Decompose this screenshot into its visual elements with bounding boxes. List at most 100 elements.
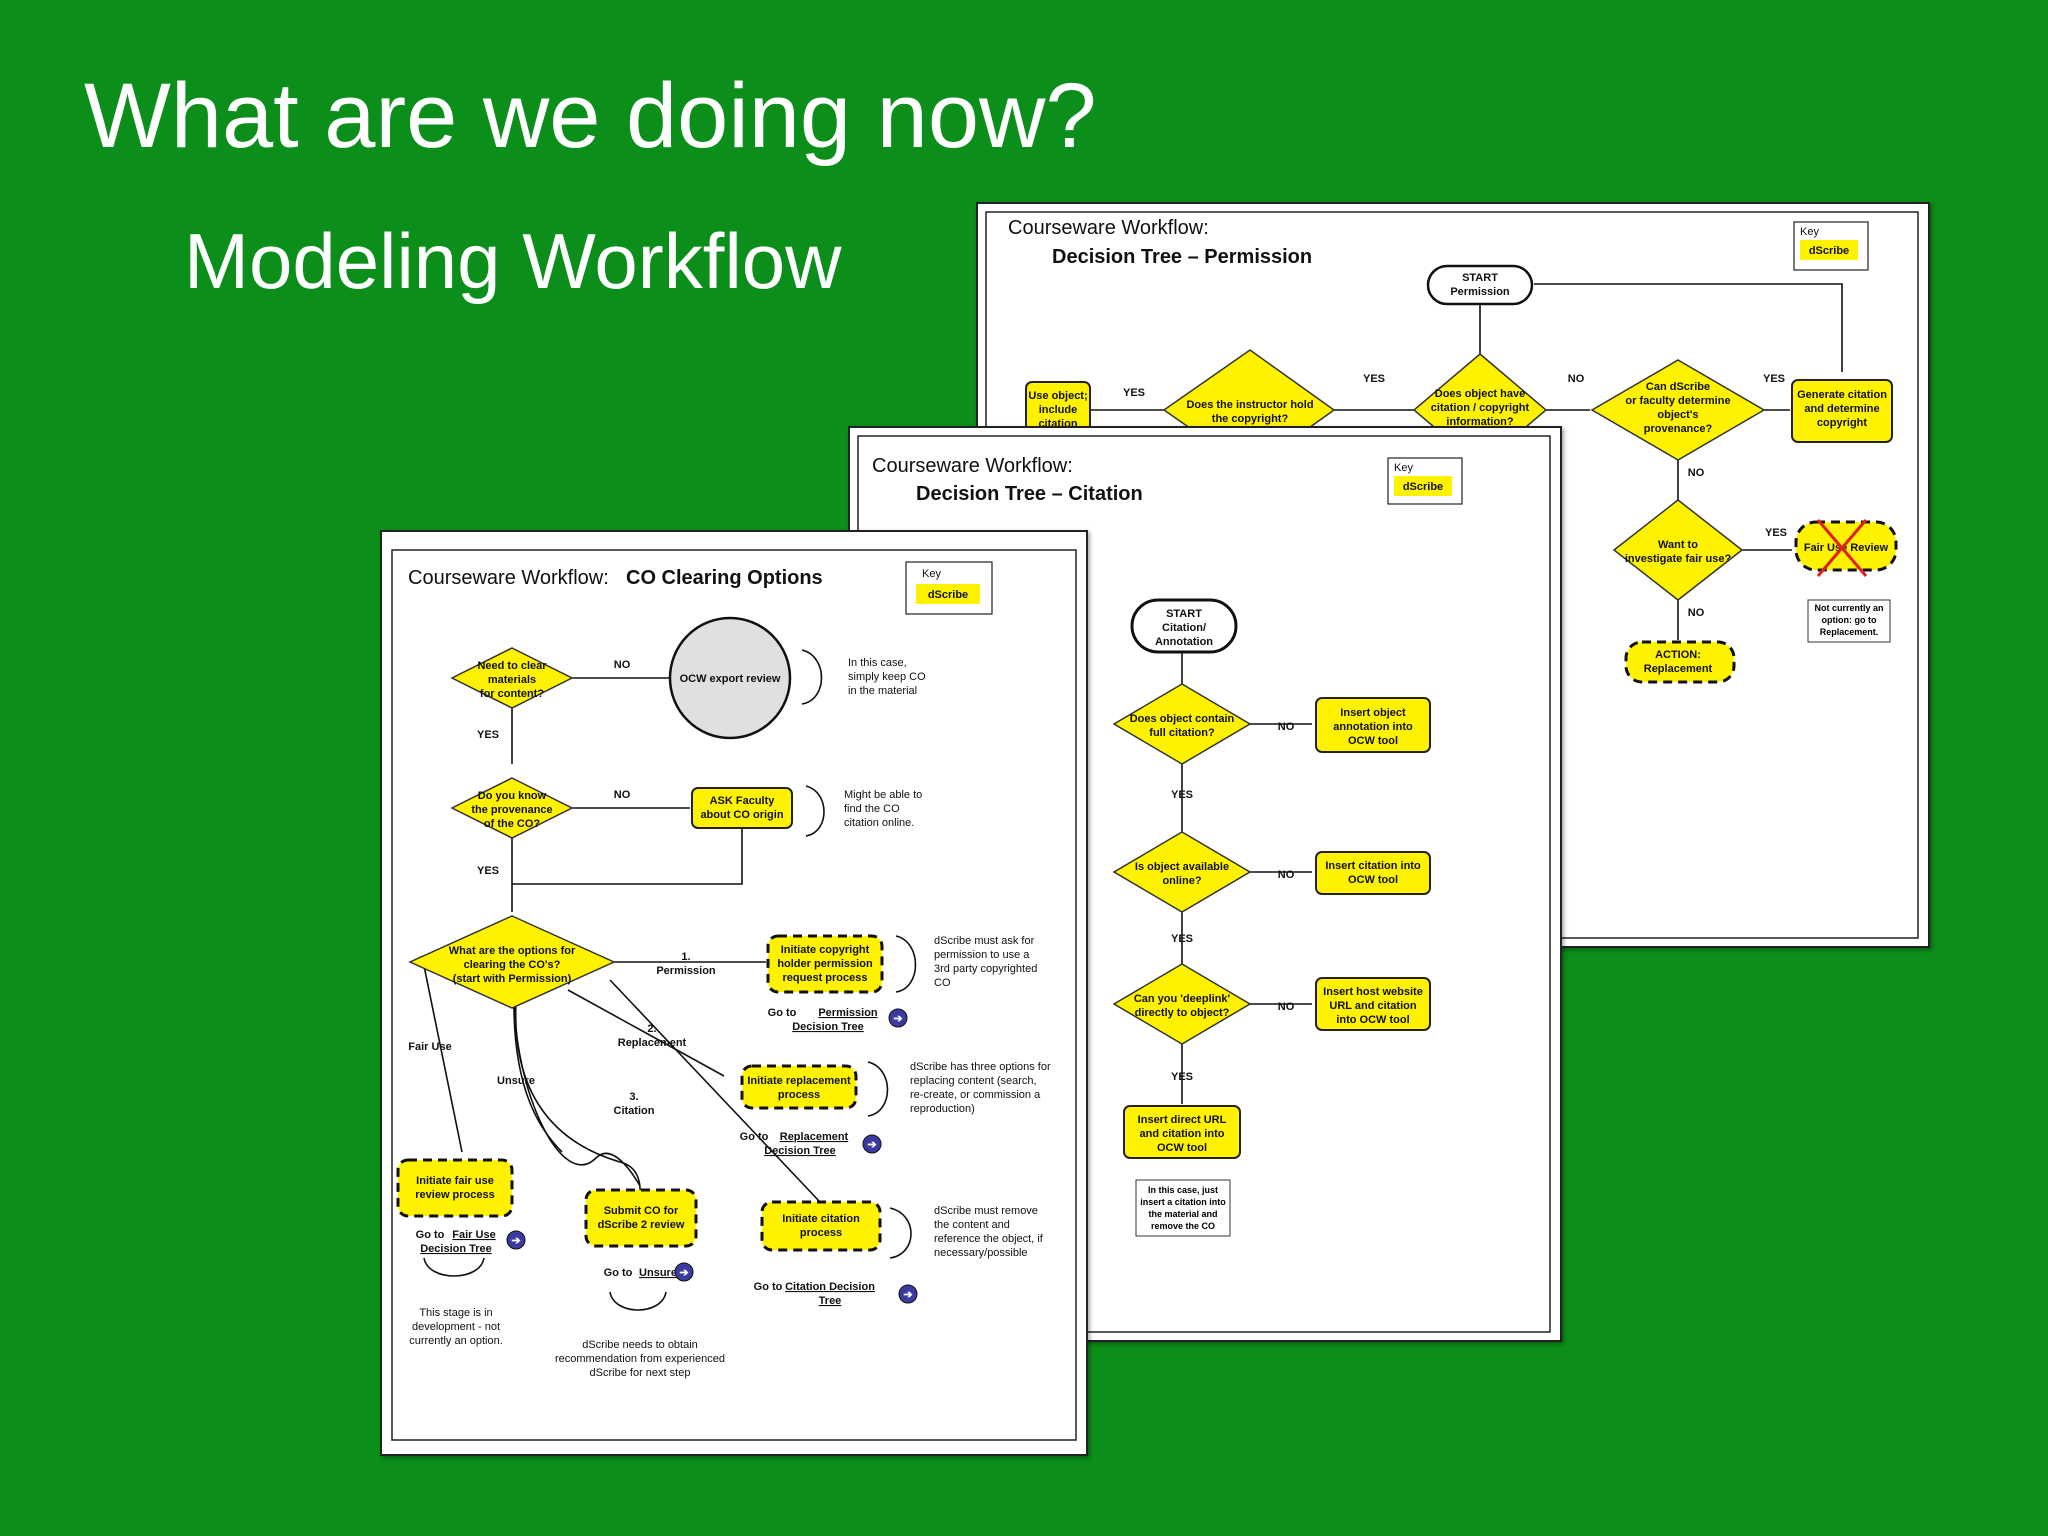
clearing-init-fair-l2: review process	[415, 1189, 495, 1201]
citation-label-yes-3: YES	[1171, 1071, 1193, 1083]
clearing-goto-permission-l1: Go to	[768, 1007, 797, 1019]
svg-text:ACTION:Replacement: ACTION:Replacement	[1644, 649, 1713, 675]
clearing-goto-citation-l3[interactable]: Tree	[819, 1295, 842, 1307]
permission-q-instructor-l1: Does the instructor hold	[1186, 399, 1313, 411]
permission-generate-l1: Generate citation	[1797, 389, 1887, 401]
clearing-goto-permission-link[interactable]: Permission	[818, 1007, 878, 1019]
clearing-init-copyright-l2: holder permission	[777, 958, 873, 970]
citation-start-l3: Annotation	[1155, 636, 1213, 648]
clearing-goto-unsure-link[interactable]: Unsure	[639, 1267, 677, 1279]
permission-label-no-3: NO	[1688, 607, 1705, 619]
permission-action-l2: Replacement	[1644, 663, 1713, 675]
permission-q-determine-l4: provenance?	[1644, 423, 1713, 435]
clearing-note-unsure-l3: dScribe for next step	[590, 1367, 691, 1379]
co-clearing-options-sheet: Courseware Workflow: CO Clearing Options…	[380, 530, 1088, 1456]
clearing-init-fair	[396, 1158, 514, 1218]
clearing-submit-co	[584, 1188, 698, 1248]
cross-icon-2	[1816, 519, 1868, 577]
clearing-goto-fair-l3[interactable]: Decision Tree	[420, 1243, 492, 1255]
citation-note	[1135, 1179, 1231, 1237]
clearing-init-replacement-l2: process	[778, 1089, 820, 1101]
clearing-note-find-l1: Might be able to	[844, 789, 922, 801]
co-clearing-diagram: Courseware Workflow: CO Clearing Options…	[391, 549, 1077, 1441]
clearing-q-provenance-l1: Do you know	[478, 790, 547, 802]
clearing-opt-permission-num: 1.	[681, 951, 690, 963]
arrow-right-icon[interactable]	[674, 1262, 694, 1282]
permission-q-has-citation-l1: Does object have	[1435, 388, 1525, 400]
clearing-q-options-l2: clearing the CO's?	[464, 959, 561, 971]
clearing-goto-replacement-l3[interactable]: Decision Tree	[764, 1145, 836, 1157]
permission-q-fair-use	[1612, 499, 1744, 601]
clearing-opt-citation-label: Citation	[614, 1105, 655, 1117]
permission-fair-use-review	[1794, 520, 1898, 572]
clearing-note-fair-l2: development - not	[412, 1321, 500, 1333]
permission-not-option-l3: Replacement.	[1820, 627, 1879, 637]
clearing-goto-fair-link[interactable]: Fair Use	[452, 1229, 495, 1241]
citation-insert-host-l2: URL and citation	[1329, 1000, 1416, 1012]
citation-insert-citation	[1315, 851, 1431, 895]
permission-q-has-citation-l2: citation / copyright	[1431, 402, 1530, 414]
clearing-note-citation-l2: the content and	[934, 1219, 1010, 1231]
permission-generate-l2: and determine	[1804, 403, 1879, 415]
arrow-right-icon[interactable]	[506, 1230, 526, 1250]
clearing-note-permission-l4: CO	[934, 977, 951, 989]
permission-start	[1426, 264, 1534, 306]
permission-action-replacement	[1624, 640, 1736, 684]
clearing-goto-citation-link[interactable]: Citation Decision	[785, 1281, 875, 1293]
clearing-init-copyright	[766, 934, 884, 994]
clearing-note-permission-l2: permission to use a	[934, 949, 1030, 961]
citation-insert-host-l3: into OCW tool	[1336, 1014, 1409, 1026]
clearing-note-find-l2: find the CO	[844, 803, 900, 815]
citation-key-label: Key	[1394, 462, 1413, 474]
clearing-note-keep-l3: in the material	[848, 685, 917, 697]
arrow-right-icon[interactable]	[898, 1284, 918, 1304]
clearing-init-citation	[760, 1200, 882, 1252]
clearing-q-need-l3: for content?	[480, 688, 544, 700]
svg-text:3.Citation: 3.Citation	[614, 1091, 655, 1117]
clearing-goto-permission-l3[interactable]: Decision Tree	[792, 1021, 864, 1033]
permission-heading-plain: Courseware Workflow:	[1008, 217, 1209, 239]
svg-text:➔: ➔	[511, 1235, 521, 1247]
clearing-note-permission-l1: dScribe must ask for	[934, 935, 1035, 947]
clearing-ask-faculty-l1: ASK Faculty	[710, 795, 776, 807]
svg-text:2.Replacement: 2.Replacement	[618, 1023, 687, 1049]
permission-diagram: Courseware Workflow: Decision Tree – Per…	[985, 211, 1919, 939]
citation-q-deeplink-l2: directly to object?	[1135, 1007, 1230, 1019]
clearing-q-provenance	[450, 777, 574, 839]
citation-q-deeplink-l1: Can you 'deeplink'	[1134, 993, 1231, 1005]
arrow-right-icon[interactable]	[862, 1134, 882, 1154]
permission-generate	[1791, 379, 1893, 443]
clearing-init-citation-l1: Initiate citation	[782, 1213, 860, 1225]
clearing-init-copyright-l1: Initiate copyright	[781, 944, 870, 956]
citation-label-yes-1: YES	[1171, 789, 1193, 801]
permission-q-has-citation-l3: information?	[1446, 416, 1513, 428]
clearing-init-copyright-l3: request process	[783, 972, 868, 984]
arrow-right-icon[interactable]	[888, 1008, 908, 1028]
svg-text:➔: ➔	[893, 1013, 903, 1025]
svg-text:Can you 'deeplink'directly to: Can you 'deeplink' directly to object?	[1134, 993, 1231, 1019]
citation-insert-annotation-l3: OCW tool	[1348, 735, 1398, 747]
citation-q-online-l2: online?	[1162, 875, 1201, 887]
permission-label-no-1: NO	[1568, 373, 1585, 385]
clearing-note-replacement-l3: re-create, or commission a	[910, 1089, 1041, 1101]
permission-generate-l3: copyright	[1817, 417, 1867, 429]
clearing-submit-co-l2: dScribe 2 review	[598, 1219, 685, 1231]
clearing-goto-replacement-link[interactable]: Replacement	[780, 1131, 849, 1143]
clearing-note-fair-l3: currently an option.	[409, 1335, 503, 1347]
svg-text:➔: ➔	[867, 1139, 877, 1151]
citation-q-full-l2: full citation?	[1149, 727, 1215, 739]
clearing-q-provenance-l3: of the CO?	[484, 818, 540, 830]
